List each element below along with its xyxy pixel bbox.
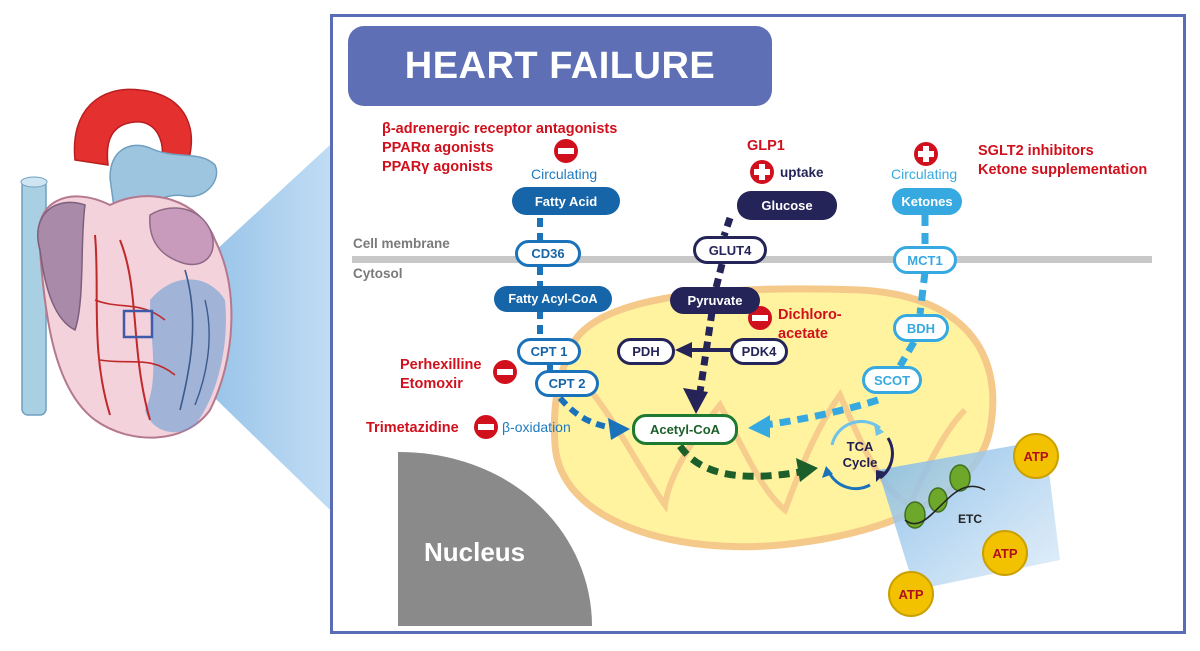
ketone-circulating-label: Circulating [891,166,958,182]
zoom-cone [150,145,330,510]
drug-dichloroacetate-1: Dichloro- [778,307,842,323]
drug-trimetazidine: Trimetazidine [366,420,459,436]
tca-label-2: Cycle [842,455,878,470]
cpt2-node: CPT 2 [535,370,599,397]
drug-glp1: GLP1 [747,138,785,154]
minus-icon-perhexilline [493,360,517,384]
drug-etomoxir: Etomoxir [400,376,463,392]
fatty-acid-node: Fatty Acid [512,187,620,215]
cell-membrane-label: Cell membrane [353,236,450,251]
atp-molecule-3: ATP [888,571,934,617]
scot-node: SCOT [862,366,922,394]
fatty-acyl-coa-node: Fatty Acyl-CoA [494,286,612,312]
fa-circulating-label: Circulating [531,166,598,182]
cytosol-label: Cytosol [353,266,403,281]
page-title: HEART FAILURE [348,26,772,106]
bdh-node: BDH [893,314,949,342]
mct1-node: MCT1 [893,246,957,274]
minus-icon-dichloroacetate [748,306,772,330]
tca-label-1: TCA [846,439,874,454]
cpt1-node: CPT 1 [517,338,581,365]
plus-icon-ketone [914,142,938,166]
drug-dichloroacetate-2: acetate [778,326,828,342]
drug-ketone-supplementation: Ketone supplementation [978,162,1148,178]
nucleus-label: Nucleus [424,537,526,567]
acetyl-coa-node: Acetyl-CoA [632,414,738,445]
minus-icon-trimetazidine [474,415,498,439]
nucleus-shape [398,452,592,626]
plus-icon-glp1 [750,160,774,184]
pyruvate-node: Pyruvate [670,287,760,314]
pdh-node: PDH [617,338,675,365]
drug-ppar-gamma: PPARγ agonists [382,159,493,175]
atp-molecule-2: ATP [982,530,1028,576]
etc-complexes [904,464,986,529]
glut4-node: GLUT4 [693,236,767,264]
drug-sglt2: SGLT2 inhibitors [978,143,1094,159]
atp-molecule-1: ATP [1013,433,1059,479]
drug-ppar-alpha: PPARα agonists [382,140,494,156]
ketones-node: Ketones [892,188,962,215]
beta-oxidation-label: β-oxidation [502,419,571,435]
minus-icon-beta [554,139,578,163]
uptake-label: uptake [780,165,824,180]
drug-beta-blockers: β-adrenergic receptor antagonists [382,121,618,137]
pdk4-node: PDK4 [730,338,788,365]
zoom-box [122,309,154,339]
glucose-node: Glucose [737,191,837,220]
drug-perhexilline: Perhexilline [400,357,482,373]
cd36-node: CD36 [515,240,581,267]
etc-label: ETC [958,512,982,526]
tca-cycle-ring [822,419,894,491]
